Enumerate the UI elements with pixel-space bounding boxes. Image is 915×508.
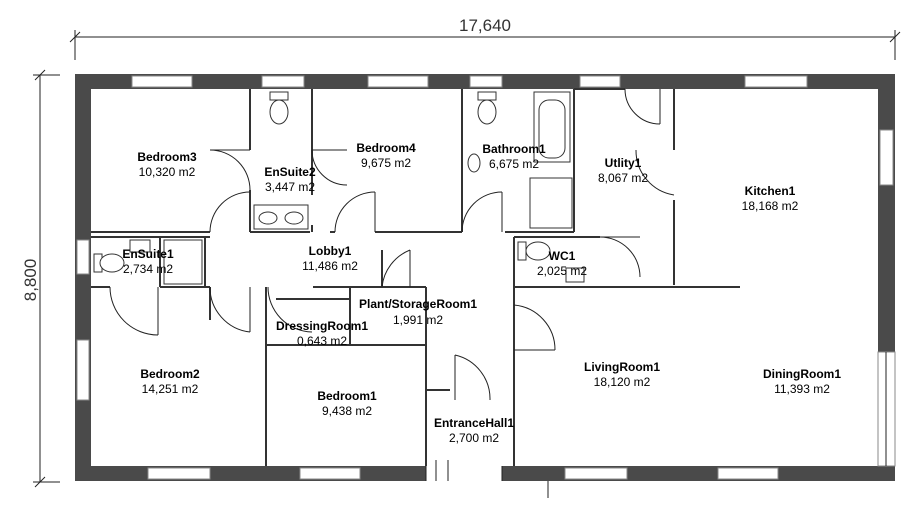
room-name: EntranceHall1 — [434, 416, 514, 430]
height-dimension: 8,800 — [21, 69, 60, 488]
room-bedroom2: Bedroom2 14,251 m2 — [140, 367, 200, 396]
room-dining1: DiningRoom1 11,393 m2 — [763, 367, 841, 396]
room-name: Bedroom4 — [356, 141, 416, 155]
room-bedroom4: Bedroom4 9,675 m2 — [356, 141, 416, 170]
room-bathroom1: Bathroom1 6,675 m2 — [482, 142, 546, 171]
room-area: 1,991 m2 — [393, 313, 443, 327]
windows — [76, 75, 896, 481]
room-name: Bedroom1 — [317, 389, 377, 403]
room-area: 6,675 m2 — [489, 157, 539, 171]
room-area: 8,067 m2 — [598, 171, 648, 185]
room-area: 3,447 m2 — [265, 180, 315, 194]
room-area: 18,168 m2 — [742, 199, 799, 213]
room-lobby1: Lobby1 11,486 m2 — [302, 244, 358, 273]
width-dimension-label: 17,640 — [459, 16, 511, 35]
room-name: Utlity1 — [605, 156, 642, 170]
room-area: 9,675 m2 — [361, 156, 411, 170]
height-dimension-label: 8,800 — [21, 259, 40, 302]
room-name: EnSuite2 — [264, 165, 316, 179]
room-living1: LivingRoom1 18,120 m2 — [584, 360, 660, 389]
fixtures — [93, 91, 585, 285]
room-plant-storage1: Plant/StorageRoom1 1,991 m2 — [359, 297, 477, 327]
room-area: 10,320 m2 — [139, 165, 196, 179]
room-name: WC1 — [549, 249, 576, 263]
room-bedroom1: Bedroom1 9,438 m2 — [317, 389, 377, 418]
room-entrance-hall1: EntranceHall1 2,700 m2 — [434, 416, 514, 445]
room-area: 18,120 m2 — [594, 375, 651, 389]
room-area: 2,734 m2 — [123, 262, 173, 276]
width-dimension: 17,640 — [69, 16, 901, 60]
room-area: 9,438 m2 — [322, 404, 372, 418]
room-name: Lobby1 — [309, 244, 352, 258]
room-bedroom3: Bedroom3 10,320 m2 — [137, 150, 197, 179]
room-name: Bedroom3 — [137, 150, 197, 164]
room-name: EnSuite1 — [122, 247, 174, 261]
room-name: LivingRoom1 — [584, 360, 660, 374]
room-name: DressingRoom1 — [276, 319, 368, 333]
room-name: Kitchen1 — [745, 184, 796, 198]
room-area: 11,486 m2 — [302, 259, 358, 273]
room-name: DiningRoom1 — [763, 367, 841, 381]
room-name: Bathroom1 — [482, 142, 546, 156]
room-kitchen1: Kitchen1 18,168 m2 — [742, 184, 799, 213]
room-ensuite1: EnSuite1 2,734 m2 — [122, 247, 174, 276]
room-area: 11,393 m2 — [774, 382, 830, 396]
door-swings — [109, 88, 675, 401]
room-area: 0,643 m2 — [297, 334, 347, 348]
room-name: Plant/StorageRoom1 — [359, 297, 477, 311]
room-dressing1: DressingRoom1 0,643 m2 — [276, 319, 368, 348]
room-wc1: WC1 2,025 m2 — [537, 249, 587, 278]
room-area: 2,700 m2 — [449, 431, 499, 445]
room-ensuite2: EnSuite2 3,447 m2 — [264, 165, 316, 194]
interior-walls — [91, 88, 740, 466]
room-name: Bedroom2 — [140, 367, 200, 381]
room-area: 14,251 m2 — [142, 382, 199, 396]
room-area: 2,025 m2 — [537, 264, 587, 278]
room-utility1: Utlity1 8,067 m2 — [598, 156, 648, 185]
